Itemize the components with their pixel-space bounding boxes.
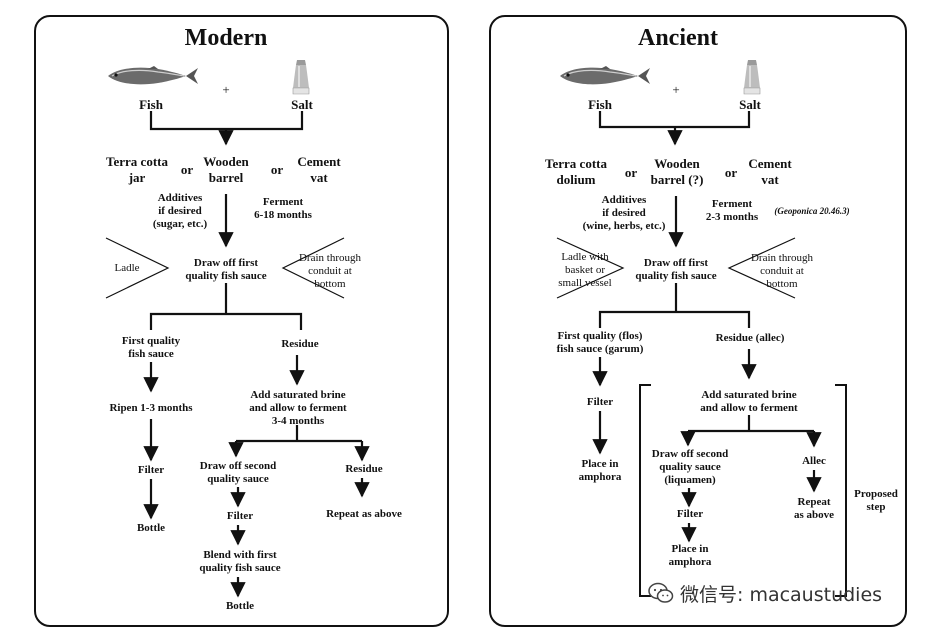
ancient-add-brine: Add saturated brine and allow to ferment: [700, 389, 798, 414]
modern-residue: Residue: [281, 338, 319, 350]
modern-bottle-1: Bottle: [136, 522, 166, 534]
modern-draw-off-second: Draw off second quality sauce: [199, 460, 277, 485]
modern-or-1: or: [180, 162, 194, 177]
modern-add-brine: Add saturated brine and allow to ferment…: [249, 389, 347, 427]
ancient-citation: (Geoponica 20.46.3): [774, 206, 850, 216]
ancient-proposed-step: Proposed step: [854, 488, 898, 513]
modern-ladle: Ladle: [114, 262, 140, 274]
modern-ferment: Ferment 6-18 months: [254, 196, 312, 221]
modern-container-barrel: Wooden barrel: [203, 154, 249, 185]
modern-title: Modern: [184, 25, 268, 51]
modern-draw-off-first: Draw off first quality fish sauce: [185, 257, 267, 282]
modern-salt-label: Salt: [291, 97, 313, 112]
drain-wedge: [281, 237, 345, 299]
ladle-wedge: [105, 237, 170, 299]
ancient-panel-frame: [489, 15, 907, 627]
proposed-step-bracket-left: [639, 384, 651, 597]
modern-first-quality: First quality fish sauce: [121, 335, 181, 360]
ancient-container-barrel: Wooden barrel (?): [650, 156, 704, 187]
modern-filter-1: Filter: [137, 464, 165, 476]
modern-filter-2: Filter: [226, 510, 254, 522]
modern-plus-sign: +: [222, 82, 230, 97]
ancient-filter-2: Filter: [676, 508, 704, 520]
modern-ripen: Ripen 1-3 months: [109, 402, 193, 414]
modern-repeat: Repeat as above: [326, 508, 402, 520]
ancient-filter-1: Filter: [586, 396, 614, 408]
ancient-repeat: Repeat as above: [793, 496, 835, 521]
ancient-first-quality: First quality (flos) fish sauce (garum): [556, 330, 644, 355]
fish-icon: [107, 65, 199, 85]
ancient-or-2: or: [724, 165, 738, 180]
salt-shaker-icon: [292, 59, 310, 95]
ancient-drain: Drain through conduit at bottom: [750, 252, 814, 290]
ancient-container-dolium: Terra cotta dolium: [545, 156, 607, 187]
ancient-place-1: Place in amphora: [578, 458, 622, 483]
ancient-additives: Additives if desired (wine, herbs, etc.): [582, 194, 666, 232]
ancient-draw-off-second: Draw off second quality sauce (liquamen): [651, 448, 729, 486]
ancient-draw-off-first: Draw off first quality fish sauce: [635, 257, 717, 282]
modern-container-jar: Terra cotta jar: [106, 154, 168, 185]
watermark-text: 微信号: macaustudies: [680, 583, 883, 606]
ancient-plus-sign: +: [672, 82, 680, 97]
ancient-fish-label: Fish: [588, 97, 612, 112]
modern-residue-2: Residue: [345, 463, 383, 475]
ancient-residue: Residue (allec): [715, 332, 785, 344]
fish-icon-ancient: [559, 65, 651, 85]
ancient-place-2: Place in amphora: [668, 543, 712, 568]
ancient-title: Ancient: [638, 25, 718, 51]
ladle-wedge-ancient: [556, 237, 625, 299]
modern-fish-label: Fish: [139, 97, 163, 112]
ancient-container-vat: Cement vat: [748, 156, 792, 187]
ancient-allec: Allec: [802, 455, 826, 467]
modern-bottle-2: Bottle: [225, 600, 255, 612]
modern-container-vat: Cement vat: [297, 154, 341, 185]
watermark: 微信号: macaustudies: [648, 578, 918, 608]
ancient-ferment: Ferment 2-3 months: [705, 198, 759, 223]
ancient-ladle: Ladle with basket or small vessel: [558, 251, 612, 289]
salt-shaker-icon-ancient: [743, 59, 761, 95]
modern-panel-frame: [34, 15, 449, 627]
ancient-salt-label: Salt: [739, 97, 761, 112]
ancient-or-1: or: [624, 165, 638, 180]
drain-wedge-ancient: [727, 237, 796, 299]
modern-additives: Additives if desired (sugar, etc.): [152, 192, 208, 230]
modern-blend: Blend with first quality fish sauce: [199, 549, 281, 574]
modern-or-2: or: [270, 162, 284, 177]
modern-drain: Drain through conduit at bottom: [298, 252, 362, 290]
proposed-step-bracket-right: [835, 384, 847, 597]
wechat-icon: [648, 582, 674, 603]
